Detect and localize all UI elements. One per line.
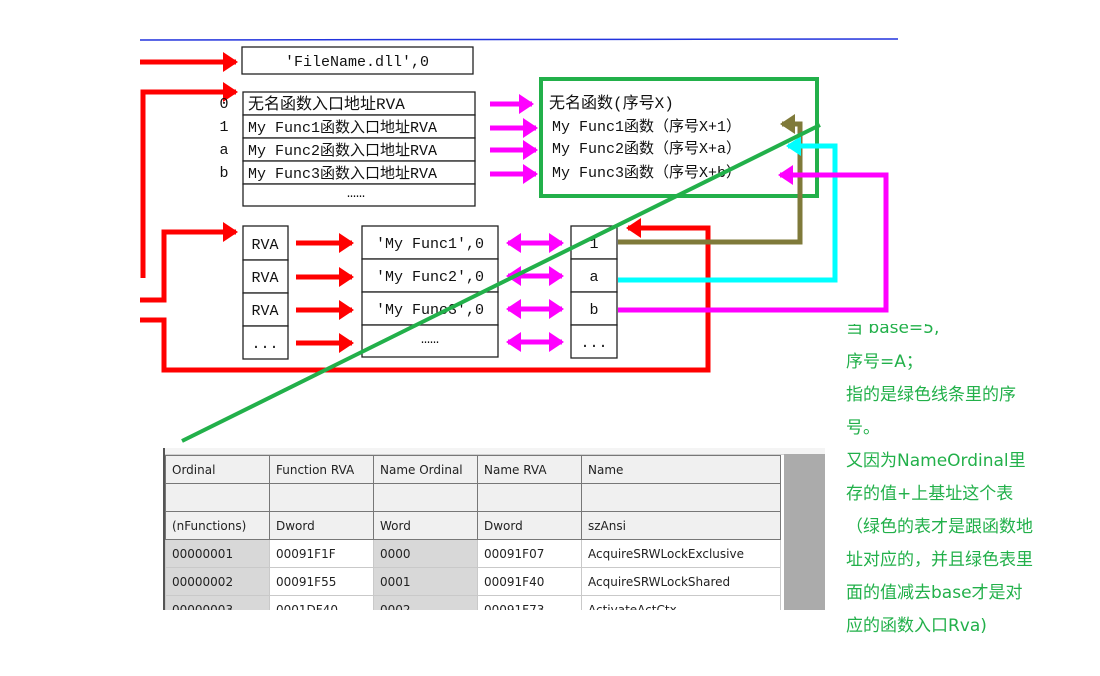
address-row: My Func2函数入口地址RVA [248,142,437,160]
address-row-label-a: a [219,142,228,159]
function-row: 无名函数(序号X) [549,94,674,113]
ordinal-cell[interactable]: 00000001 [165,539,270,568]
name-string-cell: 'My Func1',0 [376,236,484,253]
type-cell: Dword [269,511,374,540]
export-table-grid: Ordinal Function RVA Name Ordinal Name R… [163,448,825,610]
ordinal-cell[interactable]: 00000002 [165,567,270,596]
function-row: My Func1函数（序号X+1） [552,118,741,136]
address-row-label-b: b [219,165,228,182]
address-row-label-0: 0 [219,96,228,113]
address-row-label-1: 1 [219,119,228,136]
explanation-note: 当 base=5, 序号=A； 指的是绿色线条里的序 号。 又因为NameOrd… [846,324,1076,643]
name-rva-cell: RVA [251,303,278,320]
column-header-name-ordinal[interactable]: Name Ordinal [373,455,478,484]
name-ordinal-cell[interactable]: 0002 [373,595,478,610]
type-cell: szAnsi [581,511,781,540]
address-row: 无名函数入口地址RVA [248,95,405,114]
note-line: 面的值减去base才是对 [846,583,1023,603]
type-cell: Dword [477,511,582,540]
red-arrow-to-address-table [140,82,239,278]
note-line-clipped: 当 base=5, [846,324,940,338]
column-header-ordinal[interactable]: Ordinal [165,455,270,484]
address-row-ellipsis: …… [347,185,365,202]
function-rva-cell[interactable]: 00091F55 [269,567,374,596]
note-line: 序号=A； [846,352,923,372]
column-header-function-rva[interactable]: Function RVA [269,455,374,484]
ordinal-cell: b [589,302,598,319]
name-cell[interactable]: ActivateActCtx [581,595,781,610]
column-header-name-rva[interactable]: Name RVA [477,455,582,484]
type-cell: (nFunctions) [165,511,270,540]
ordinal-cell: a [589,269,598,286]
name-string-cell: …… [421,331,439,348]
grid-header-row: Ordinal Function RVA Name Ordinal Name R… [165,455,781,484]
grid-empty-pane [784,454,825,610]
note-line: （绿色的表才是跟函数地 [846,517,1033,537]
name-rva-cell: RVA [251,237,278,254]
red-connectors [140,52,711,373]
name-cell[interactable]: AcquireSRWLockExclusive [581,539,781,568]
grid-blank-row [165,483,781,512]
magenta-double-arrows [505,233,565,352]
name-string-cell: 'My Func2',0 [376,269,484,286]
address-of-names-table: RVA RVA RVA ... [242,225,289,360]
table-row[interactable]: 00000003 0001DF40 0002 00091F73 Activate… [165,595,781,610]
olive-connector-ordinal-1 [618,114,803,245]
function-row: My Func2函数（序号X+a） [552,140,741,158]
name-ordinal-cell[interactable]: 0001 [373,567,478,596]
magenta-arrows-address [490,94,539,184]
name-cell[interactable]: AcquireSRWLockShared [581,567,781,596]
name-rva-cell[interactable]: 00091F40 [477,567,582,596]
name-strings-table: 'My Func1',0 'My Func2',0 'My Func3',0 …… [361,225,499,358]
note-line: 存的值+上基址这个表 [846,484,1014,504]
name-rva-cell: RVA [251,270,278,287]
table-row[interactable]: 00000002 00091F55 0001 00091F40 AcquireS… [165,567,781,596]
note-line: 指的是绿色线条里的序 [846,385,1016,405]
address-of-functions-table: 无名函数入口地址RVA My Func1函数入口地址RVA My Func2函数… [242,91,476,207]
top-divider-line [139,38,899,41]
green-diagonal-pointer [181,123,821,443]
function-row: My Func3函数（序号X+b） [552,164,741,182]
name-rva-cell: ... [251,336,278,353]
grid-type-row: (nFunctions) Dword Word Dword szAnsi [165,511,781,540]
type-cell: Word [373,511,478,540]
function-rva-cell[interactable]: 0001DF40 [269,595,374,610]
note-line: 又因为NameOrdinal里 [846,451,1026,471]
ordinal-cell: 1 [589,236,598,253]
dll-name-text: 'FileName.dll',0 [285,54,429,71]
dll-name-box [241,46,474,75]
note-line: 应的函数入口Rva) [846,616,987,636]
red-arrow-to-name-rva-table [140,222,239,303]
table-row[interactable]: 00000001 00091F1F 0000 00091F07 AcquireS… [165,539,781,568]
cyan-connector-ordinal-a [618,136,838,283]
name-rva-cell[interactable]: 00091F73 [477,595,582,610]
ordinal-cell[interactable]: 00000003 [165,595,270,610]
magenta-connector-ordinal-b [618,165,889,313]
name-ordinals-table: 1 a b ... [570,225,618,359]
ordinal-cell: ... [580,335,607,352]
name-ordinal-cell[interactable]: 0000 [373,539,478,568]
export-grid-table: Ordinal Function RVA Name Ordinal Name R… [165,455,781,610]
note-line: 号。 [846,418,880,438]
red-arrow-to-ordinal-table [140,218,711,373]
column-header-name[interactable]: Name [581,455,781,484]
function-rva-cell[interactable]: 00091F1F [269,539,374,568]
note-line: 址对应的，并且绿色表里 [846,550,1033,570]
name-rva-cell[interactable]: 00091F07 [477,539,582,568]
address-row: My Func1函数入口地址RVA [248,119,437,137]
address-row: My Func3函数入口地址RVA [248,165,437,183]
